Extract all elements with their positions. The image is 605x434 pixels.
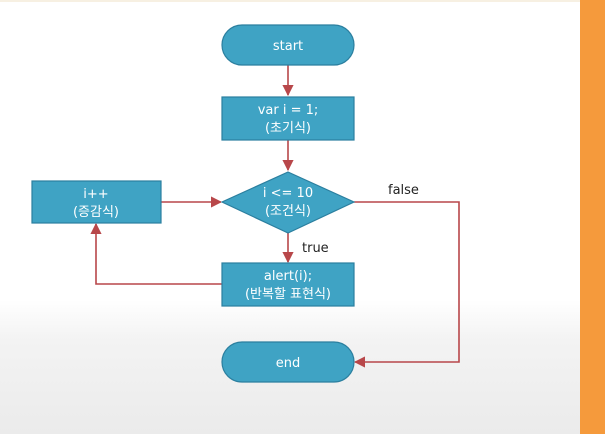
- end-node-label: end: [276, 356, 301, 371]
- init-node-code: var i = 1;: [258, 103, 319, 118]
- flowchart-diagram: start var i = 1; (초기식) i <= 10 (조건식) i++…: [31, 24, 460, 383]
- body-node-code: alert(i);: [264, 269, 312, 284]
- condition-node-caption: (조건식): [265, 204, 311, 219]
- start-node-label: start: [273, 39, 303, 54]
- edge-body-to-increment: [90, 222, 222, 285]
- accent-side-strip: [580, 0, 605, 434]
- end-node: end: [221, 341, 355, 383]
- init-node-caption: (초기식): [265, 121, 311, 136]
- init-node: var i = 1; (초기식): [221, 96, 355, 141]
- start-node: start: [221, 24, 355, 66]
- condition-node: i <= 10 (조건식): [220, 171, 356, 234]
- increment-node: i++ (증감식): [31, 180, 162, 224]
- increment-node-code: i++: [83, 187, 108, 202]
- edge-true-label: true: [302, 241, 329, 256]
- slide-top-border: [0, 0, 580, 2]
- increment-node-caption: (증감식): [73, 205, 119, 220]
- edge-condition-to-end-false: [353, 201, 460, 368]
- condition-node-code: i <= 10: [263, 186, 313, 201]
- body-node-caption: (반복할 표현식): [245, 287, 331, 302]
- body-node: alert(i); (반복할 표현식): [221, 262, 355, 307]
- edge-false-label: false: [388, 183, 419, 198]
